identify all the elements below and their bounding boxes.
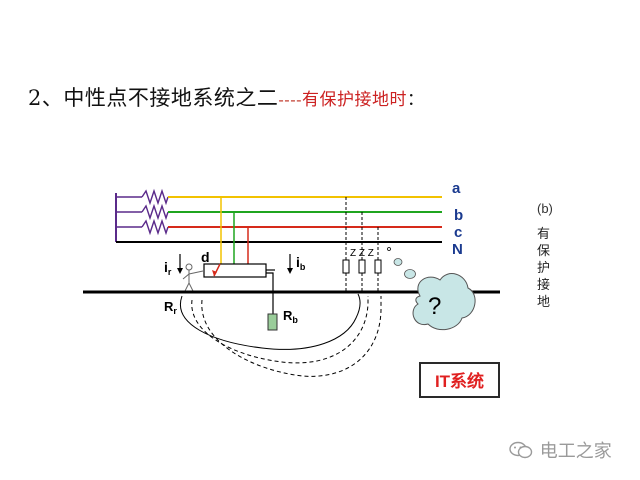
wechat-icon <box>509 441 533 459</box>
equipment-enclosure <box>203 263 267 278</box>
current-b-arrow-head-icon <box>287 268 293 274</box>
current-b-label: ib <box>296 254 306 272</box>
fault-arrow-head-icon <box>212 270 217 276</box>
current-r-arrow-head-icon <box>177 268 183 274</box>
phase-b-winding-icon <box>141 203 169 221</box>
impedance-a <box>342 259 350 274</box>
side-note-vertical: 有 保 护 接 地 <box>537 226 550 309</box>
phase-c-winding-icon <box>141 218 169 236</box>
title-highlight: 有保护接地时 <box>302 90 407 110</box>
person-icon <box>182 263 204 292</box>
phase-label-b: b <box>454 207 463 224</box>
side-note-char-4: 接 <box>537 277 550 292</box>
title-colon: ： <box>407 90 425 110</box>
phase-label-n: N <box>452 241 463 258</box>
title-number: 2、 <box>28 86 64 110</box>
system-badge-box <box>419 362 500 398</box>
protective-ground-wire <box>266 272 274 314</box>
impedance-dot <box>387 247 391 251</box>
impedance-b <box>358 259 366 274</box>
ground-resistor-rb <box>267 313 278 331</box>
side-note-char-2: 保 <box>537 243 550 258</box>
earth-current-path-1 <box>180 293 361 350</box>
phase-label-c: c <box>454 224 462 241</box>
title-separator: ---- <box>278 90 302 109</box>
phase-b <box>116 203 442 221</box>
page-title: 2、中性点不接地系统之二----有保护接地时： <box>28 82 425 112</box>
side-note-tag: (b) <box>537 201 553 216</box>
title-main: 中性点不接地系统之二 <box>63 86 279 110</box>
resistance-r-label: Rr <box>164 299 177 316</box>
resistance-b-label: Rb <box>283 308 298 325</box>
side-note-char-5: 地 <box>537 294 550 309</box>
question-mark: ? <box>428 293 441 320</box>
system-badge-label: IT系统 <box>435 371 484 391</box>
side-note-char-3: 护 <box>537 260 550 275</box>
device-label: d <box>201 249 210 265</box>
phase-c <box>116 218 442 236</box>
impedance-c <box>374 259 382 274</box>
watermark-text: 电工之家 <box>539 441 612 462</box>
impedance-label: Z Z Z <box>350 248 374 259</box>
phase-a <box>116 188 442 206</box>
earth-current-path-3 <box>201 296 382 377</box>
phase-label-a: a <box>452 180 461 197</box>
current-r-label: ir <box>164 259 172 277</box>
watermark: 电工之家 <box>508 437 612 463</box>
side-note-char-1: 有 <box>537 226 550 241</box>
earth-current-path-2 <box>191 296 369 364</box>
phase-a-winding-icon <box>141 188 169 206</box>
thought-cloud-icon: ? <box>393 258 476 331</box>
